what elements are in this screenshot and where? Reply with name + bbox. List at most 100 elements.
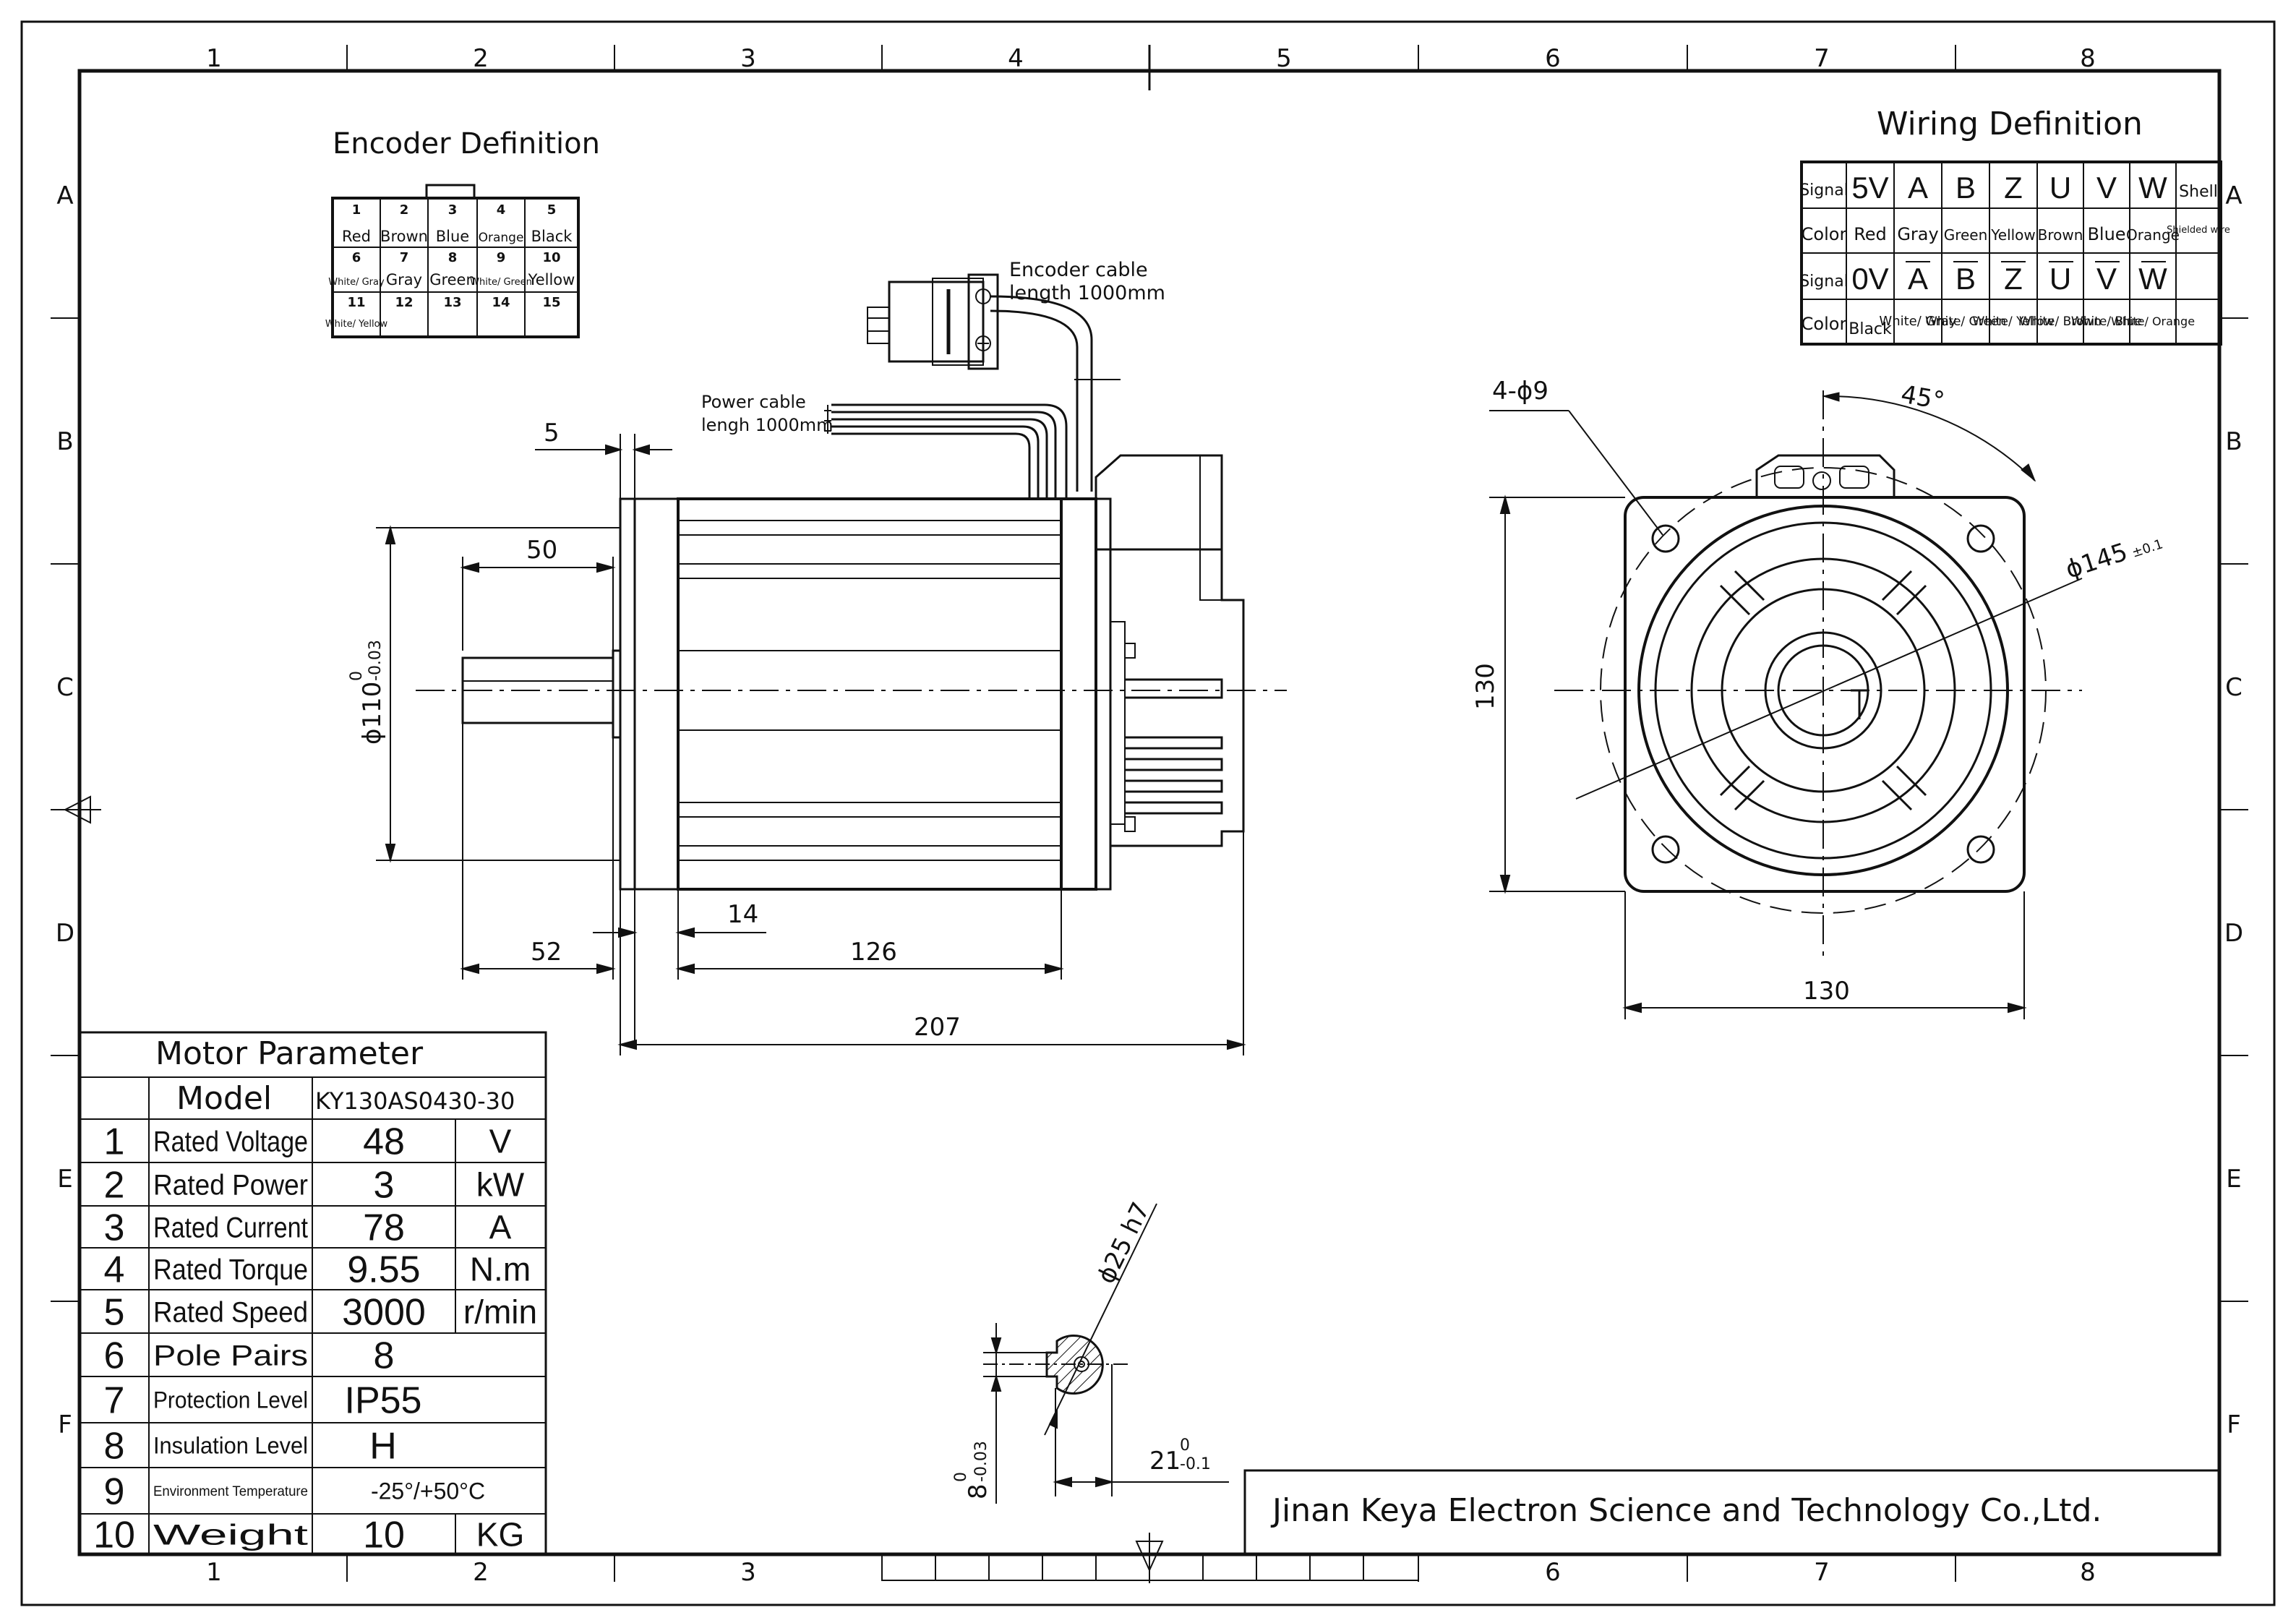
param-row-value: IP55 xyxy=(345,1380,422,1422)
encoder-pin-num: 5 xyxy=(547,202,557,218)
row-label-E-right: E xyxy=(2226,1165,2241,1194)
power-cable-label: Power cable xyxy=(701,392,806,412)
title-block: Jinan Keya Electron Science and Technolo… xyxy=(1243,1469,2221,1556)
col-label-6-bottom: 6 xyxy=(1545,1558,1561,1587)
col-label-2-bottom: 2 xyxy=(473,1558,489,1587)
encoder-pin-num: 11 xyxy=(347,295,365,310)
row-label-B-left: B xyxy=(56,427,73,456)
param-row-value: 10 xyxy=(363,1515,405,1556)
param-row-name: Rated Power xyxy=(153,1169,308,1201)
param-row-unit: N.m xyxy=(470,1251,531,1288)
param-row-number: 2 xyxy=(104,1165,125,1207)
encoder-cable-length: length 1000mm xyxy=(1009,282,1165,304)
param-row-unit: r/min xyxy=(463,1293,537,1331)
wiring-color: White/ Yellow xyxy=(1973,314,2055,329)
param-row-value: 8 xyxy=(374,1335,395,1377)
wiring-color: White/ Blue xyxy=(2071,314,2142,329)
encoder-pin-num: 1 xyxy=(352,202,361,218)
param-row-number: 8 xyxy=(104,1426,125,1468)
wiring-color: White/ Green xyxy=(1925,314,2006,329)
encoder-pin-num: 14 xyxy=(492,295,510,310)
encoder-pin-num: 10 xyxy=(542,250,560,265)
dim-width: 130 xyxy=(1803,977,1850,1006)
param-row-value: 3 xyxy=(374,1165,395,1207)
param-row-number: 4 xyxy=(104,1249,125,1291)
dim-height: 130 xyxy=(1471,663,1500,710)
params-model-label: Model xyxy=(176,1080,272,1117)
wiring-signal: Z xyxy=(2004,171,2023,205)
param-row-number: 7 xyxy=(104,1380,125,1422)
col-label-2-top: 2 xyxy=(473,44,489,73)
encoder-pin-color: Black xyxy=(531,228,573,245)
wiring-signal: W xyxy=(2138,171,2167,205)
wiring-signal: A xyxy=(1908,171,1928,205)
wiring-color: Shielded wire xyxy=(2167,225,2230,236)
dim-key-depth-tol-top: 0 xyxy=(1180,1436,1190,1455)
encoder-pin-color: Blue xyxy=(436,228,469,245)
param-row-number: 10 xyxy=(93,1515,135,1556)
param-row-number: 3 xyxy=(104,1207,125,1249)
col-label-4-top: 4 xyxy=(1008,44,1024,73)
encoder-pin-num: 8 xyxy=(448,250,458,265)
param-row-value: 9.55 xyxy=(347,1249,420,1291)
encoder-pin-color: White/ Green xyxy=(470,277,532,288)
param-row-name: Environment Temperature xyxy=(153,1484,308,1499)
param-row-name: Rated Torque xyxy=(153,1254,308,1285)
param-row-value: H xyxy=(369,1426,397,1468)
encoder-pin-num: 3 xyxy=(448,202,458,218)
scale-bar xyxy=(881,1554,1419,1581)
dim-14: 14 xyxy=(727,900,758,929)
encoder-pin-color: Brown xyxy=(380,228,428,245)
wiring-signal: B xyxy=(1956,262,1976,296)
outer-border xyxy=(20,20,2276,1606)
col-label-3-top: 3 xyxy=(740,44,756,73)
dim-key-width-tol-top: 0 xyxy=(952,1472,970,1482)
encoder-pin-num: 9 xyxy=(497,250,506,265)
wiring-color: White/ Gray xyxy=(1879,314,1957,329)
col-label-8-top: 8 xyxy=(2080,44,2096,73)
wiring-color: White/ Orange xyxy=(2111,314,2195,328)
wiring-row-label: Signal xyxy=(1799,181,1849,200)
encoder-pin-color: Orange xyxy=(479,231,524,245)
col-label-3-bottom: 3 xyxy=(740,1558,756,1587)
param-row-name: Rated Current xyxy=(153,1212,308,1243)
wiring-signal: A xyxy=(1908,262,1928,296)
wiring-signal: 5V xyxy=(1851,171,1888,205)
column-labels: 1 2 3 4 5 6 7 8 1 2 3 6 7 8 xyxy=(206,44,2096,1587)
dim-dia-110-tol-bottom: -0.03 xyxy=(367,640,385,681)
param-row-name: Pole Pairs xyxy=(153,1340,308,1371)
dim-dia-110: ϕ110 xyxy=(358,682,387,745)
params-title: Motor Parameter xyxy=(155,1035,424,1072)
param-row-number: 1 xyxy=(104,1121,125,1163)
dim-dia-110-tol-top: 0 xyxy=(348,671,366,681)
row-label-D-right: D xyxy=(2224,919,2243,948)
dim-key-width: 8 xyxy=(964,1483,993,1499)
wiring-signal: Z xyxy=(2004,262,2023,296)
encoder-cable-label: Encoder cable xyxy=(1009,259,1148,281)
row-label-A-right: A xyxy=(2225,181,2242,210)
dim-50: 50 xyxy=(526,536,557,565)
dim-pcd: ϕ145 xyxy=(2062,538,2130,585)
side-dimensions xyxy=(376,434,1246,1055)
dim-pcd-tol: ±0.1 xyxy=(2130,536,2164,560)
param-row-unit: kW xyxy=(476,1166,525,1204)
wiring-color: Orange xyxy=(2126,226,2180,244)
param-row-name: Rated Voltage xyxy=(153,1126,308,1157)
wiring-color: White/ Brown xyxy=(2019,314,2102,329)
encoder-pin-color: White/ Gray xyxy=(328,277,385,288)
wiring-signal: V xyxy=(2096,171,2117,205)
wiring-signal: W xyxy=(2138,262,2167,296)
encoder-pin-color: Gray xyxy=(386,271,422,288)
param-row-unit: A xyxy=(489,1209,512,1246)
wiring-signal: Shell xyxy=(2179,183,2218,201)
encoder-pin-num: 6 xyxy=(352,250,361,265)
param-row-number: 5 xyxy=(104,1292,125,1334)
dim-5: 5 xyxy=(544,419,560,447)
col-label-7-bottom: 7 xyxy=(1814,1558,1830,1587)
param-row-value: -25°/+50°C xyxy=(371,1478,485,1504)
encoder-pin-num: 2 xyxy=(400,202,409,218)
wiring-color: Black xyxy=(1849,320,1892,338)
row-label-B-right: B xyxy=(2225,427,2242,456)
encoder-pin-num: 15 xyxy=(542,295,560,310)
